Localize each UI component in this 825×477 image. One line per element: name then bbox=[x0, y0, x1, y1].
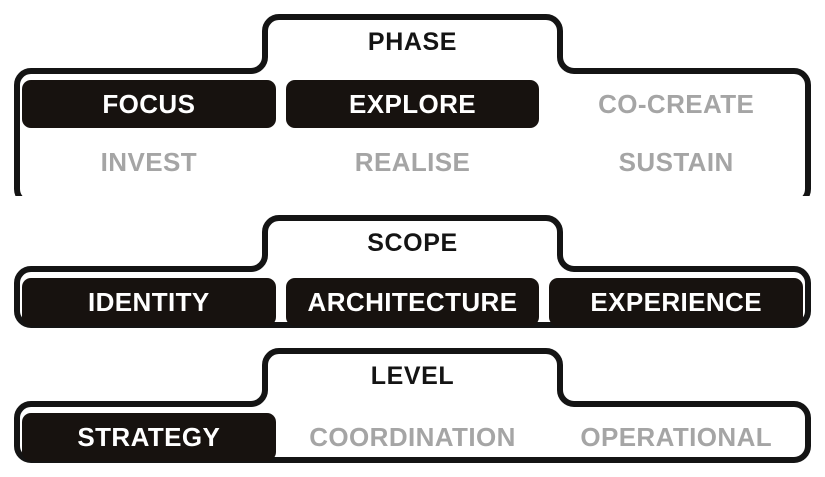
phase-row-2: INVEST REALISE SUSTAIN bbox=[22, 141, 803, 183]
level-row-1: STRATEGY COORDINATION OPERATIONAL bbox=[22, 413, 803, 461]
panel-level: LEVEL STRATEGY COORDINATION OPERATIONAL bbox=[0, 344, 825, 470]
phase-cell-explore[interactable]: EXPLORE bbox=[285, 80, 540, 128]
panel-scope: SCOPE IDENTITY ARCHITECTURE EXPERIENCE bbox=[0, 212, 825, 332]
phase-cell-invest[interactable]: INVEST bbox=[100, 147, 197, 177]
level-cell-operational[interactable]: OPERATIONAL bbox=[580, 422, 773, 452]
phase-cell-focus[interactable]: FOCUS bbox=[22, 80, 276, 128]
phase-cell-co-create[interactable]: CO-CREATE bbox=[598, 89, 755, 119]
phase-cell-realise[interactable]: REALISE bbox=[354, 147, 471, 177]
scope-cell-experience[interactable]: EXPERIENCE bbox=[549, 278, 804, 326]
scope-cell-architecture[interactable]: ARCHITECTURE bbox=[285, 278, 540, 326]
scope-cell-identity[interactable]: IDENTITY bbox=[22, 278, 276, 326]
panel-phase-tab-label: PHASE bbox=[367, 28, 458, 56]
panel-level-tab-label: LEVEL bbox=[370, 362, 455, 390]
panel-phase: PHASE FOCUS EXPLORE CO-CREATE INVEST REA… bbox=[0, 8, 825, 196]
scope-row-1: IDENTITY ARCHITECTURE EXPERIENCE bbox=[22, 278, 804, 326]
phase-row-1: FOCUS EXPLORE CO-CREATE bbox=[22, 80, 803, 128]
level-cell-strategy[interactable]: STRATEGY bbox=[22, 413, 276, 461]
level-cell-coordination[interactable]: COORDINATION bbox=[309, 422, 516, 452]
panel-scope-tab-label: SCOPE bbox=[367, 229, 458, 257]
phase-cell-sustain[interactable]: SUSTAIN bbox=[618, 147, 734, 177]
